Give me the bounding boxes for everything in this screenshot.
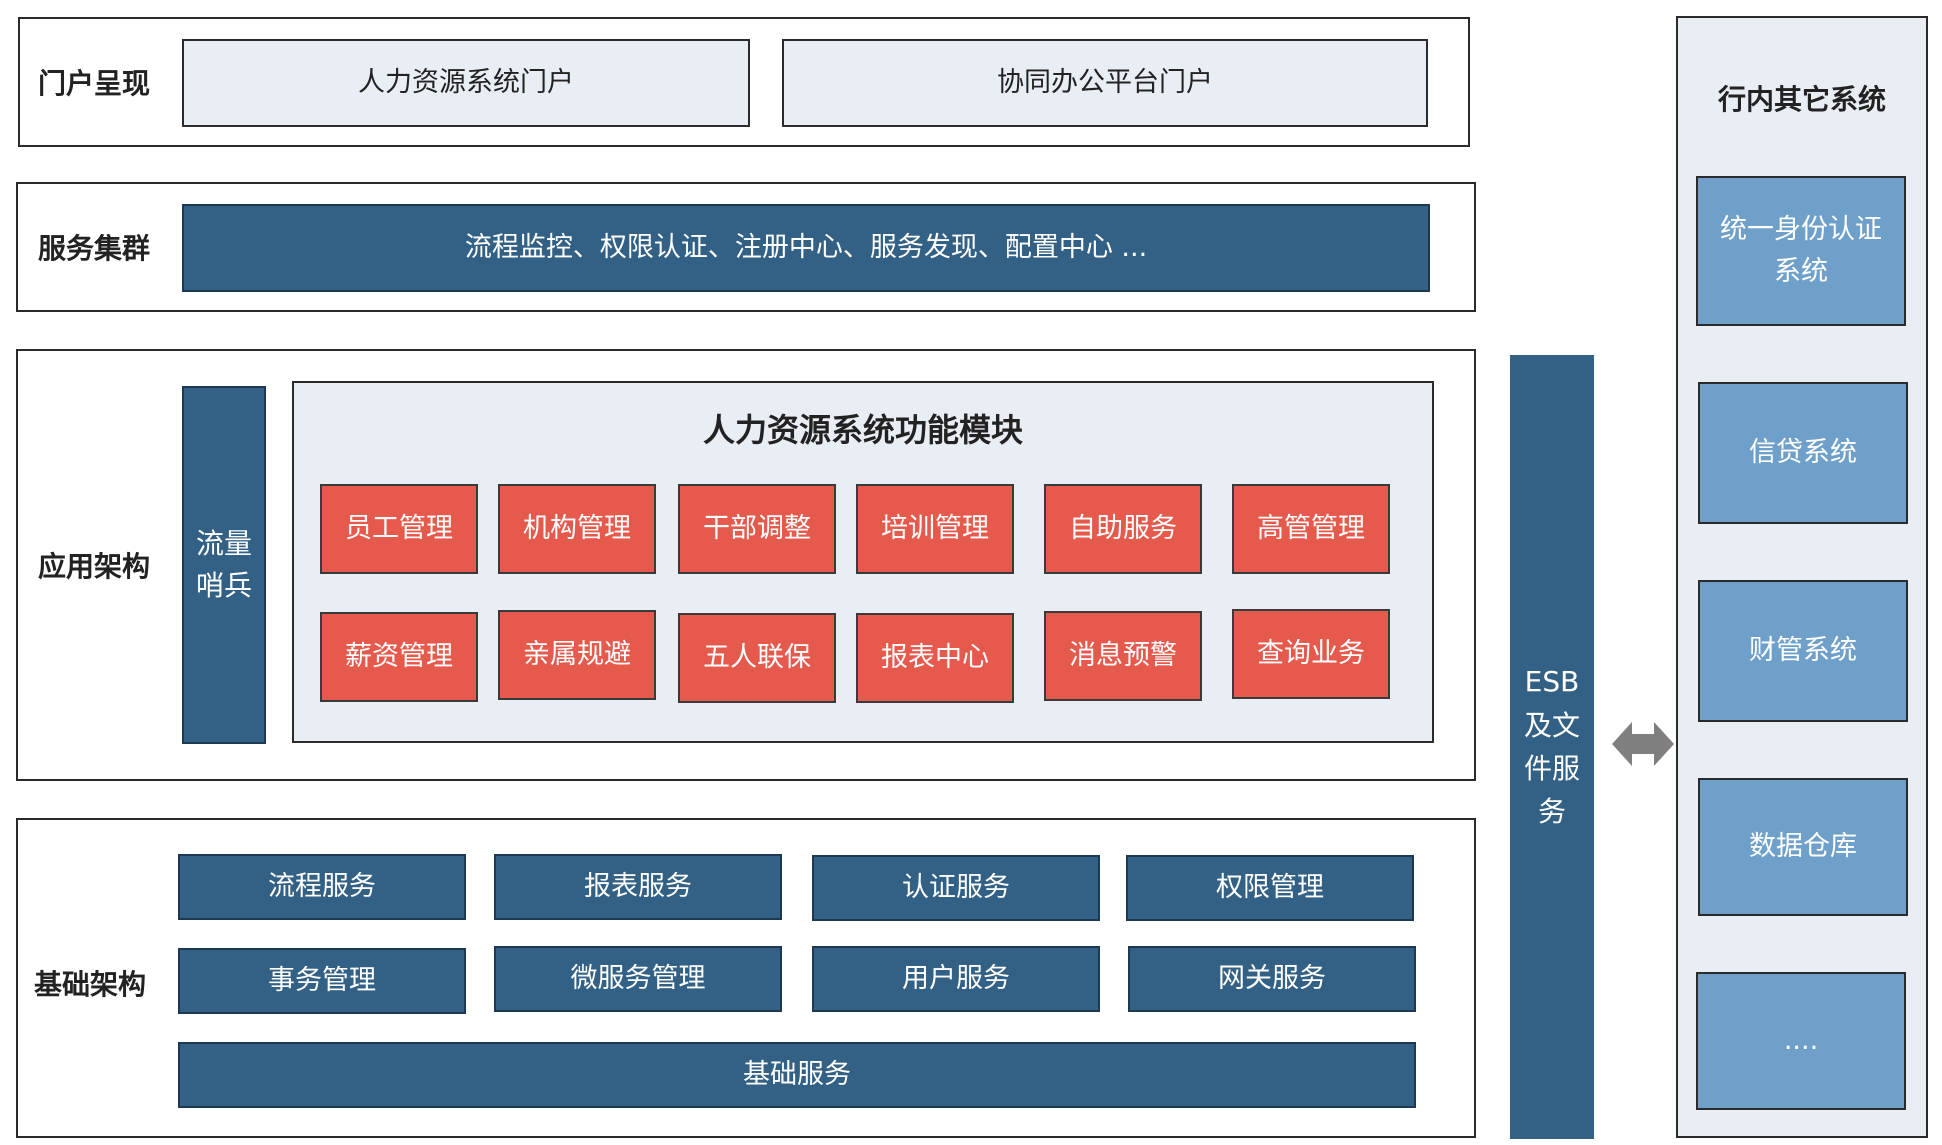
module-payroll-management[interactable]: 薪资管理 (320, 612, 478, 702)
credit-system[interactable]: 信贷系统 (1698, 382, 1908, 524)
module-five-person-guarantee[interactable]: 五人联保 (678, 613, 836, 703)
unified-identity-auth-system[interactable]: 统一身份认证 系统 (1696, 176, 1906, 326)
office-platform-portal[interactable]: 协同办公平台门户 (782, 39, 1428, 127)
portal-layer: 门户呈现 人力资源系统门户 协同办公平台门户 (18, 17, 1470, 147)
module-employee-management[interactable]: 员工管理 (320, 484, 478, 574)
service-cluster-layer: 服务集群 流程监控、权限认证、注册中心、服务发现、配置中心 ... (16, 182, 1476, 312)
app-architecture-layer: 应用架构 流量 哨兵 人力资源系统功能模块 员工管理 机构管理 干部调整 培训管… (16, 349, 1476, 781)
auth-service[interactable]: 认证服务 (812, 855, 1100, 921)
service-cluster-content[interactable]: 流程监控、权限认证、注册中心、服务发现、配置中心 ... (182, 204, 1430, 292)
microservice-management[interactable]: 微服务管理 (494, 946, 782, 1012)
other-systems-panel: 行内其它系统 统一身份认证 系统 信贷系统 财管系统 数据仓库 .... (1676, 16, 1928, 1138)
more-systems[interactable]: .... (1696, 972, 1906, 1110)
data-warehouse[interactable]: 数据仓库 (1698, 778, 1908, 916)
base-service[interactable]: 基础服务 (178, 1042, 1416, 1108)
app-architecture-label: 应用架构 (38, 550, 151, 583)
transaction-management[interactable]: 事务管理 (178, 948, 466, 1014)
other-systems-title: 行内其它系统 (1717, 83, 1886, 116)
user-service[interactable]: 用户服务 (812, 946, 1100, 1012)
module-message-alert[interactable]: 消息预警 (1044, 611, 1202, 701)
gateway-service[interactable]: 网关服务 (1128, 946, 1416, 1012)
module-organization-management[interactable]: 机构管理 (498, 484, 656, 574)
base-architecture-layer: 基础架构 流程服务 报表服务 认证服务 权限管理 事务管理 微服务管理 用户服务… (16, 818, 1476, 1138)
module-report-center[interactable]: 报表中心 (856, 613, 1014, 703)
esb-file-service[interactable]: ESB 及文 件服 务 (1510, 355, 1594, 1139)
base-architecture-label: 基础架构 (34, 968, 147, 1001)
double-arrow-icon (1612, 722, 1674, 766)
module-cadre-adjustment[interactable]: 干部调整 (678, 484, 836, 574)
hr-system-portal[interactable]: 人力资源系统门户 (182, 39, 750, 127)
module-executive-management[interactable]: 高管管理 (1232, 484, 1390, 574)
hr-modules-title: 人力资源系统功能模块 (702, 411, 1023, 449)
hr-modules-panel: 人力资源系统功能模块 员工管理 机构管理 干部调整 培训管理 自助服务 高管管理… (292, 381, 1434, 743)
portal-layer-label: 门户呈现 (38, 67, 151, 100)
permission-management[interactable]: 权限管理 (1126, 855, 1414, 921)
module-relative-avoidance[interactable]: 亲属规避 (498, 610, 656, 700)
finance-system[interactable]: 财管系统 (1698, 580, 1908, 722)
module-training-management[interactable]: 培训管理 (856, 484, 1014, 574)
workflow-service[interactable]: 流程服务 (178, 854, 466, 920)
service-cluster-label: 服务集群 (38, 232, 151, 265)
module-self-service[interactable]: 自助服务 (1044, 484, 1202, 574)
module-query-business[interactable]: 查询业务 (1232, 609, 1390, 699)
report-service[interactable]: 报表服务 (494, 854, 782, 920)
flow-sentinel[interactable]: 流量 哨兵 (182, 386, 266, 744)
